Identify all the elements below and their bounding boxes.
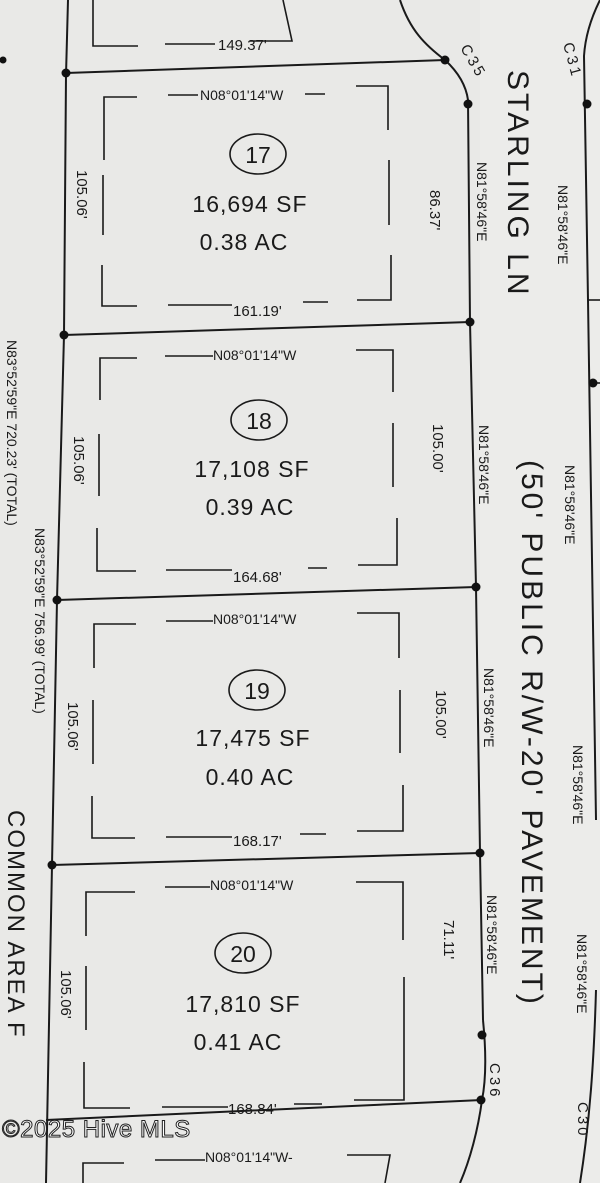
- lot-19: N08°01'14"W 168.17' 19 17,475 SF 0.40 AC…: [64, 611, 497, 850]
- boundary-lines: [45, 0, 600, 1183]
- lot-17-number: 17: [245, 142, 271, 168]
- rear-line-inner: N83°52'59"E 756.99' (TOTAL): [32, 528, 48, 714]
- lot-18-area-sf: 17,108 SF: [194, 456, 309, 482]
- lot-20-right-dim: 71.11': [440, 920, 457, 959]
- lot-18-right-dim: 105.00': [429, 424, 446, 473]
- lot-19-left-dim: 105.06': [64, 702, 81, 751]
- common-area-label: COMMON AREA F: [2, 810, 29, 1039]
- lot-21-fragment: N08°01'14"W-: [82, 1149, 391, 1183]
- lot-20-bottom-dim: 168.84': [228, 1101, 277, 1118]
- lot-17-top-bearing: N08°01'14"W: [200, 87, 284, 103]
- lot-20-frontage-bearing: N81°58'46"E: [484, 895, 500, 974]
- curve-c30: C30: [574, 1102, 591, 1139]
- lot-20: N08°01'14"W 168.84' 20 17,810 SF 0.41 AC…: [57, 877, 500, 1118]
- lot-18-frontage-bearing: N81°58'46"E: [476, 425, 492, 504]
- lot-18-top-bearing: N08°01'14"W: [213, 347, 297, 363]
- opposite-bearings: N81°58'46"E N81°58'46"E N81°58'46"E N81°…: [555, 185, 590, 1013]
- lot-18-area-ac: 0.39 AC: [206, 494, 295, 520]
- street-labels: STARLING LN (50' PUBLIC R/W-20' PAVEMENT…: [501, 70, 548, 1007]
- lot-19-frontage-bearing: N81°58'46"E: [481, 668, 497, 747]
- lot-17-frontage-bearing: N81°58'46"E: [474, 162, 490, 241]
- lot-19-right-dim: 105.00': [432, 690, 449, 739]
- lot-17-area-sf: 16,694 SF: [192, 191, 307, 217]
- opposite-bearing-4: N81°58'46"E: [574, 934, 590, 1013]
- opposite-bearing-3: N81°58'46"E: [570, 745, 586, 824]
- rear-line-outer: N83°52'59"E 720.23' (TOTAL): [4, 340, 20, 526]
- lot-17-right-dim: 86.37': [426, 190, 443, 231]
- lot-17-bottom-dim: 161.19': [233, 303, 282, 320]
- lot-18-left-dim: 105.06': [70, 436, 87, 485]
- opposite-bearing-1: N81°58'46"E: [555, 185, 571, 264]
- lot-21-top-bearing: N08°01'14"W-: [205, 1149, 293, 1165]
- lot-17-area-ac: 0.38 AC: [200, 229, 289, 255]
- lot-20-number: 20: [230, 941, 256, 967]
- lot-17: N08°01'14"W 161.19' 17 16,694 SF 0.38 AC…: [73, 85, 490, 320]
- lot-17-left-dim: 105.06': [73, 170, 90, 219]
- lot-20-left-dim: 105.06': [57, 970, 74, 1019]
- opposite-bearing-2: N81°58'46"E: [562, 465, 578, 544]
- curve-c36: C36: [486, 1063, 503, 1100]
- lot-16-rear-dim: 149.37': [218, 37, 267, 54]
- lot-20-top-bearing: N08°01'14"W: [210, 877, 294, 893]
- lot-18-number: 18: [246, 408, 272, 434]
- lot-19-top-bearing: N08°01'14"W: [213, 611, 297, 627]
- street-description: (50' PUBLIC R/W-20' PAVEMENT): [515, 460, 548, 1007]
- rear-line-labels: N83°52'59"E 756.99' (TOTAL) N83°52'59"E …: [2, 340, 48, 1039]
- corner-monuments: [0, 55, 598, 1105]
- lot-19-number: 19: [244, 678, 270, 704]
- watermark: ©2025 Hive MLS: [2, 1116, 191, 1144]
- lot-20-area-sf: 17,810 SF: [185, 991, 300, 1017]
- lot-18: N08°01'14"W 164.68' 18 17,108 SF 0.39 AC…: [70, 347, 492, 586]
- lot-18-bottom-dim: 164.68': [233, 569, 282, 586]
- lot-16-fragment: 149.37': [92, 0, 446, 61]
- lot-19-bottom-dim: 168.17': [233, 833, 282, 850]
- lot-19-area-ac: 0.40 AC: [206, 764, 295, 790]
- street-name: STARLING LN: [501, 70, 534, 298]
- lot-20-area-ac: 0.41 AC: [194, 1029, 283, 1055]
- lot-19-area-sf: 17,475 SF: [195, 725, 310, 751]
